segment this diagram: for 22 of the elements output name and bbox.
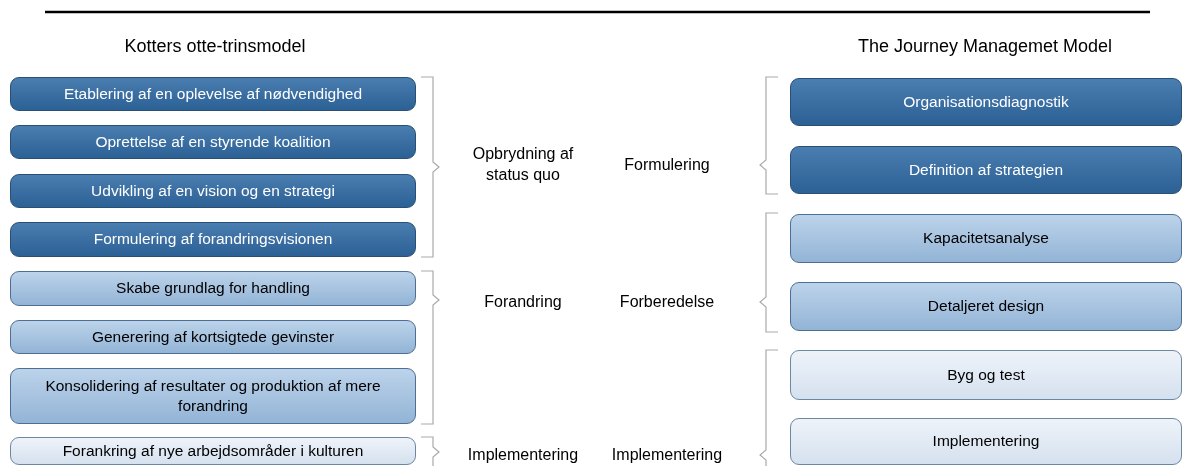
phase-label: Forandring xyxy=(483,291,563,312)
phase-label: Implementering xyxy=(610,444,724,465)
step-box: Formulering af forandringsvisionen xyxy=(10,222,416,257)
phase-label: Formulering xyxy=(623,154,711,175)
step-box: Konsolidering af resultater og produktion af mere forandring xyxy=(10,368,416,424)
step-box: Organisationsdiagnostik xyxy=(790,78,1182,126)
step-box: Definition af strategien xyxy=(790,146,1182,194)
step-box: Kapacitetsanalyse xyxy=(790,214,1182,263)
phase-label: Implementering xyxy=(466,444,580,465)
step-box: Detaljeret design xyxy=(790,282,1182,331)
step-box: Oprettelse af en styrende koalition xyxy=(10,125,416,159)
step-box: Forankring af nye arbejdsområder i kulturen xyxy=(10,437,416,465)
phase-label: Forberedelse xyxy=(618,291,716,312)
step-box: Byg og test xyxy=(790,350,1182,400)
column-heading: The Journey Managemet Model xyxy=(856,35,1114,59)
step-box: Implementering xyxy=(790,418,1182,465)
phase-label: Opbrydning af status quo xyxy=(471,144,575,185)
step-box: Etablering af en oplevelse af nødvendighed xyxy=(10,77,416,111)
step-box: Generering af kortsigtede gevinster xyxy=(10,320,416,354)
column-heading: Kotters otte-trinsmodel xyxy=(123,35,307,59)
step-box: Udvikling af en vision og en strategi xyxy=(10,174,416,208)
step-box: Skabe grundlag for handling xyxy=(10,271,416,306)
